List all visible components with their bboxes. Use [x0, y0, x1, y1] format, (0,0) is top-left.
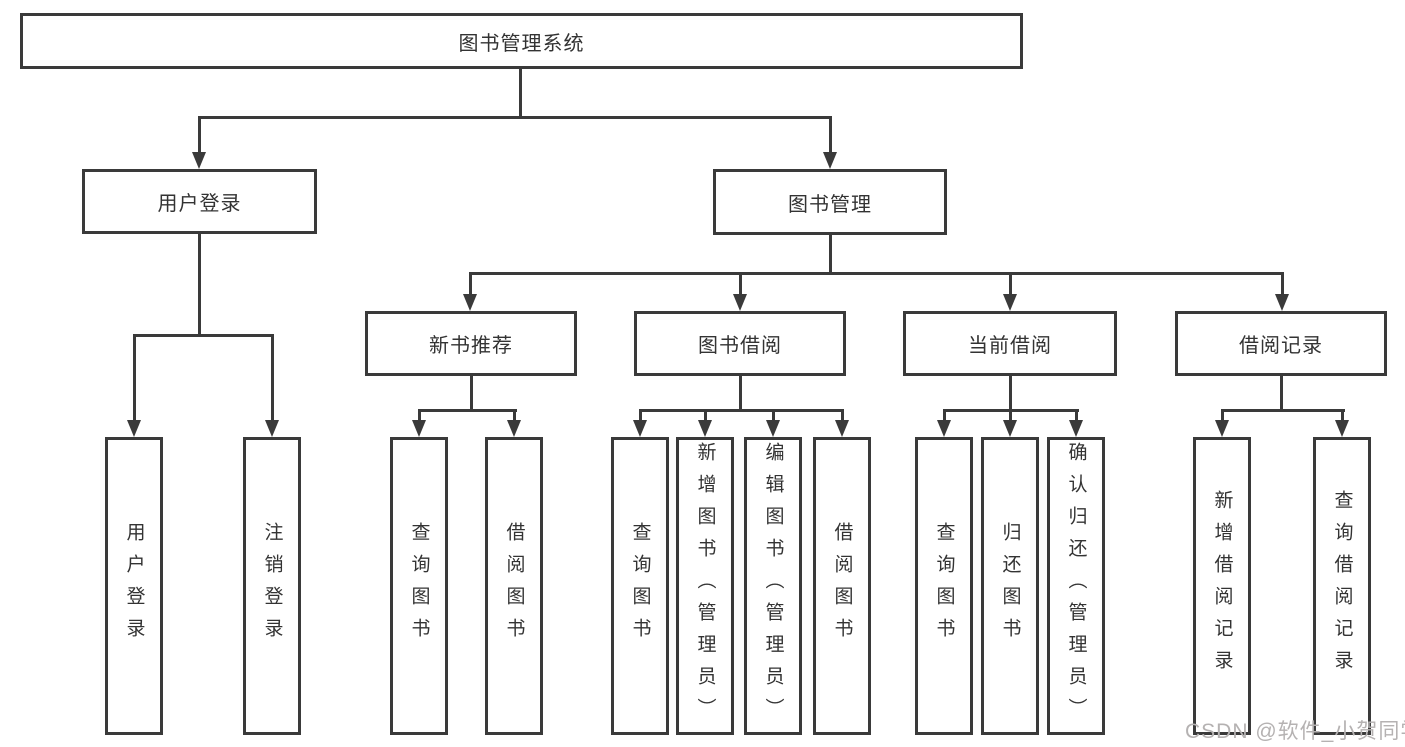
leaf-borrow-books-label: 借阅图书	[831, 522, 853, 650]
connector-horizontal	[639, 409, 844, 412]
arrowhead-down-icon	[265, 420, 279, 437]
leaf-edit-books-admin-label: 编辑图书（管理员）	[762, 442, 784, 730]
arrowhead-down-icon	[1003, 294, 1017, 311]
connector-vertical	[513, 411, 516, 421]
leaf-recommend-query-books-label: 查询图书	[408, 522, 430, 650]
connector-horizontal	[133, 334, 274, 337]
node-root-label: 图书管理系统	[458, 32, 585, 55]
connector-vertical	[1281, 274, 1284, 295]
arrowhead-down-icon	[1215, 420, 1229, 437]
connector-vertical	[470, 375, 473, 411]
leaf-borrow-books: 借阅图书	[813, 437, 871, 735]
arrowhead-down-icon	[733, 294, 747, 311]
connector-vertical	[943, 411, 946, 421]
arrowhead-down-icon	[835, 420, 849, 437]
connector-vertical	[841, 411, 844, 421]
arrowhead-down-icon	[766, 420, 780, 437]
connector-vertical	[519, 68, 522, 118]
watermark: CSDN @软件_小贺同学	[1185, 720, 1405, 743]
connector-vertical	[198, 233, 201, 337]
connector-vertical	[271, 336, 274, 421]
arrowhead-down-icon	[823, 152, 837, 169]
arrowhead-down-icon	[1003, 420, 1017, 437]
node-borrowing-records: 借阅记录	[1175, 311, 1387, 376]
connector-vertical	[469, 274, 472, 295]
node-current-borrowing-label: 当前借阅	[968, 335, 1052, 357]
node-user-login: 用户登录	[82, 169, 317, 234]
connector-vertical	[1221, 411, 1224, 421]
connector-vertical	[639, 411, 642, 421]
leaf-borrowing-query-books-label: 查询图书	[629, 522, 651, 650]
arrowhead-down-icon	[937, 420, 951, 437]
leaf-recommend-borrow-books: 借阅图书	[485, 437, 543, 735]
node-root: 图书管理系统	[20, 13, 1023, 69]
leaf-add-borrow-record: 新增借阅记录	[1193, 437, 1251, 735]
arrowhead-down-icon	[127, 420, 141, 437]
leaf-borrowing-query-books: 查询图书	[611, 437, 669, 735]
leaf-recommend-query-books: 查询图书	[390, 437, 448, 735]
leaf-return-books-label: 归还图书	[999, 522, 1021, 650]
node-new-book-recommend-label: 新书推荐	[429, 335, 513, 357]
leaf-query-borrow-record: 查询借阅记录	[1313, 437, 1371, 735]
arrowhead-down-icon	[1335, 420, 1349, 437]
arrowhead-down-icon	[412, 420, 426, 437]
leaf-add-books-admin: 新增图书（管理员）	[676, 437, 734, 735]
connector-vertical	[739, 274, 742, 295]
leaf-query-borrow-record-label: 查询借阅记录	[1331, 490, 1353, 682]
connector-vertical	[418, 411, 421, 421]
arrowhead-down-icon	[463, 294, 477, 311]
connector-vertical	[133, 336, 136, 421]
connector-vertical	[772, 411, 775, 421]
arrowhead-down-icon	[507, 420, 521, 437]
node-book-management-label: 图书管理	[788, 193, 872, 216]
connector-vertical	[1009, 375, 1012, 411]
leaf-add-borrow-record-label: 新增借阅记录	[1211, 490, 1233, 682]
connector-horizontal	[198, 116, 832, 119]
connector-vertical	[829, 234, 832, 274]
leaf-user-login: 用户登录	[105, 437, 163, 735]
connector-horizontal	[1221, 409, 1345, 412]
leaf-confirm-return-admin: 确认归还（管理员）	[1047, 437, 1105, 735]
leaf-current-query-books-label: 查询图书	[933, 522, 955, 650]
leaf-confirm-return-admin-label: 确认归还（管理员）	[1065, 442, 1087, 730]
connector-vertical	[1075, 411, 1078, 421]
leaf-return-books: 归还图书	[981, 437, 1039, 735]
leaf-logout: 注销登录	[243, 437, 301, 735]
leaf-recommend-borrow-books-label: 借阅图书	[503, 522, 525, 650]
arrowhead-down-icon	[698, 420, 712, 437]
node-borrowing-records-label: 借阅记录	[1239, 335, 1323, 357]
leaf-logout-label: 注销登录	[261, 522, 283, 650]
leaf-user-login-label: 用户登录	[123, 522, 145, 650]
connector-vertical	[1341, 411, 1344, 421]
node-user-login-label: 用户登录	[157, 193, 242, 215]
arrowhead-down-icon	[1275, 294, 1289, 311]
connector-horizontal	[943, 409, 1079, 412]
leaf-current-query-books: 查询图书	[915, 437, 973, 735]
connector-horizontal	[418, 409, 517, 412]
leaf-edit-books-admin: 编辑图书（管理员）	[744, 437, 802, 735]
arrowhead-down-icon	[192, 152, 206, 169]
connector-vertical	[704, 411, 707, 421]
node-book-borrowing: 图书借阅	[634, 311, 846, 376]
connector-vertical	[198, 118, 201, 153]
leaf-add-books-admin-label: 新增图书（管理员）	[694, 442, 716, 730]
connector-vertical	[739, 375, 742, 411]
node-book-borrowing-label: 图书借阅	[698, 335, 782, 357]
node-current-borrowing: 当前借阅	[903, 311, 1117, 376]
node-new-book-recommend: 新书推荐	[365, 311, 577, 376]
arrowhead-down-icon	[1069, 420, 1083, 437]
connector-vertical	[829, 118, 832, 153]
node-book-management: 图书管理	[713, 169, 947, 235]
connector-horizontal	[469, 272, 1284, 275]
connector-vertical	[1280, 375, 1283, 411]
connector-vertical	[1009, 411, 1012, 421]
arrowhead-down-icon	[633, 420, 647, 437]
connector-vertical	[1009, 274, 1012, 295]
